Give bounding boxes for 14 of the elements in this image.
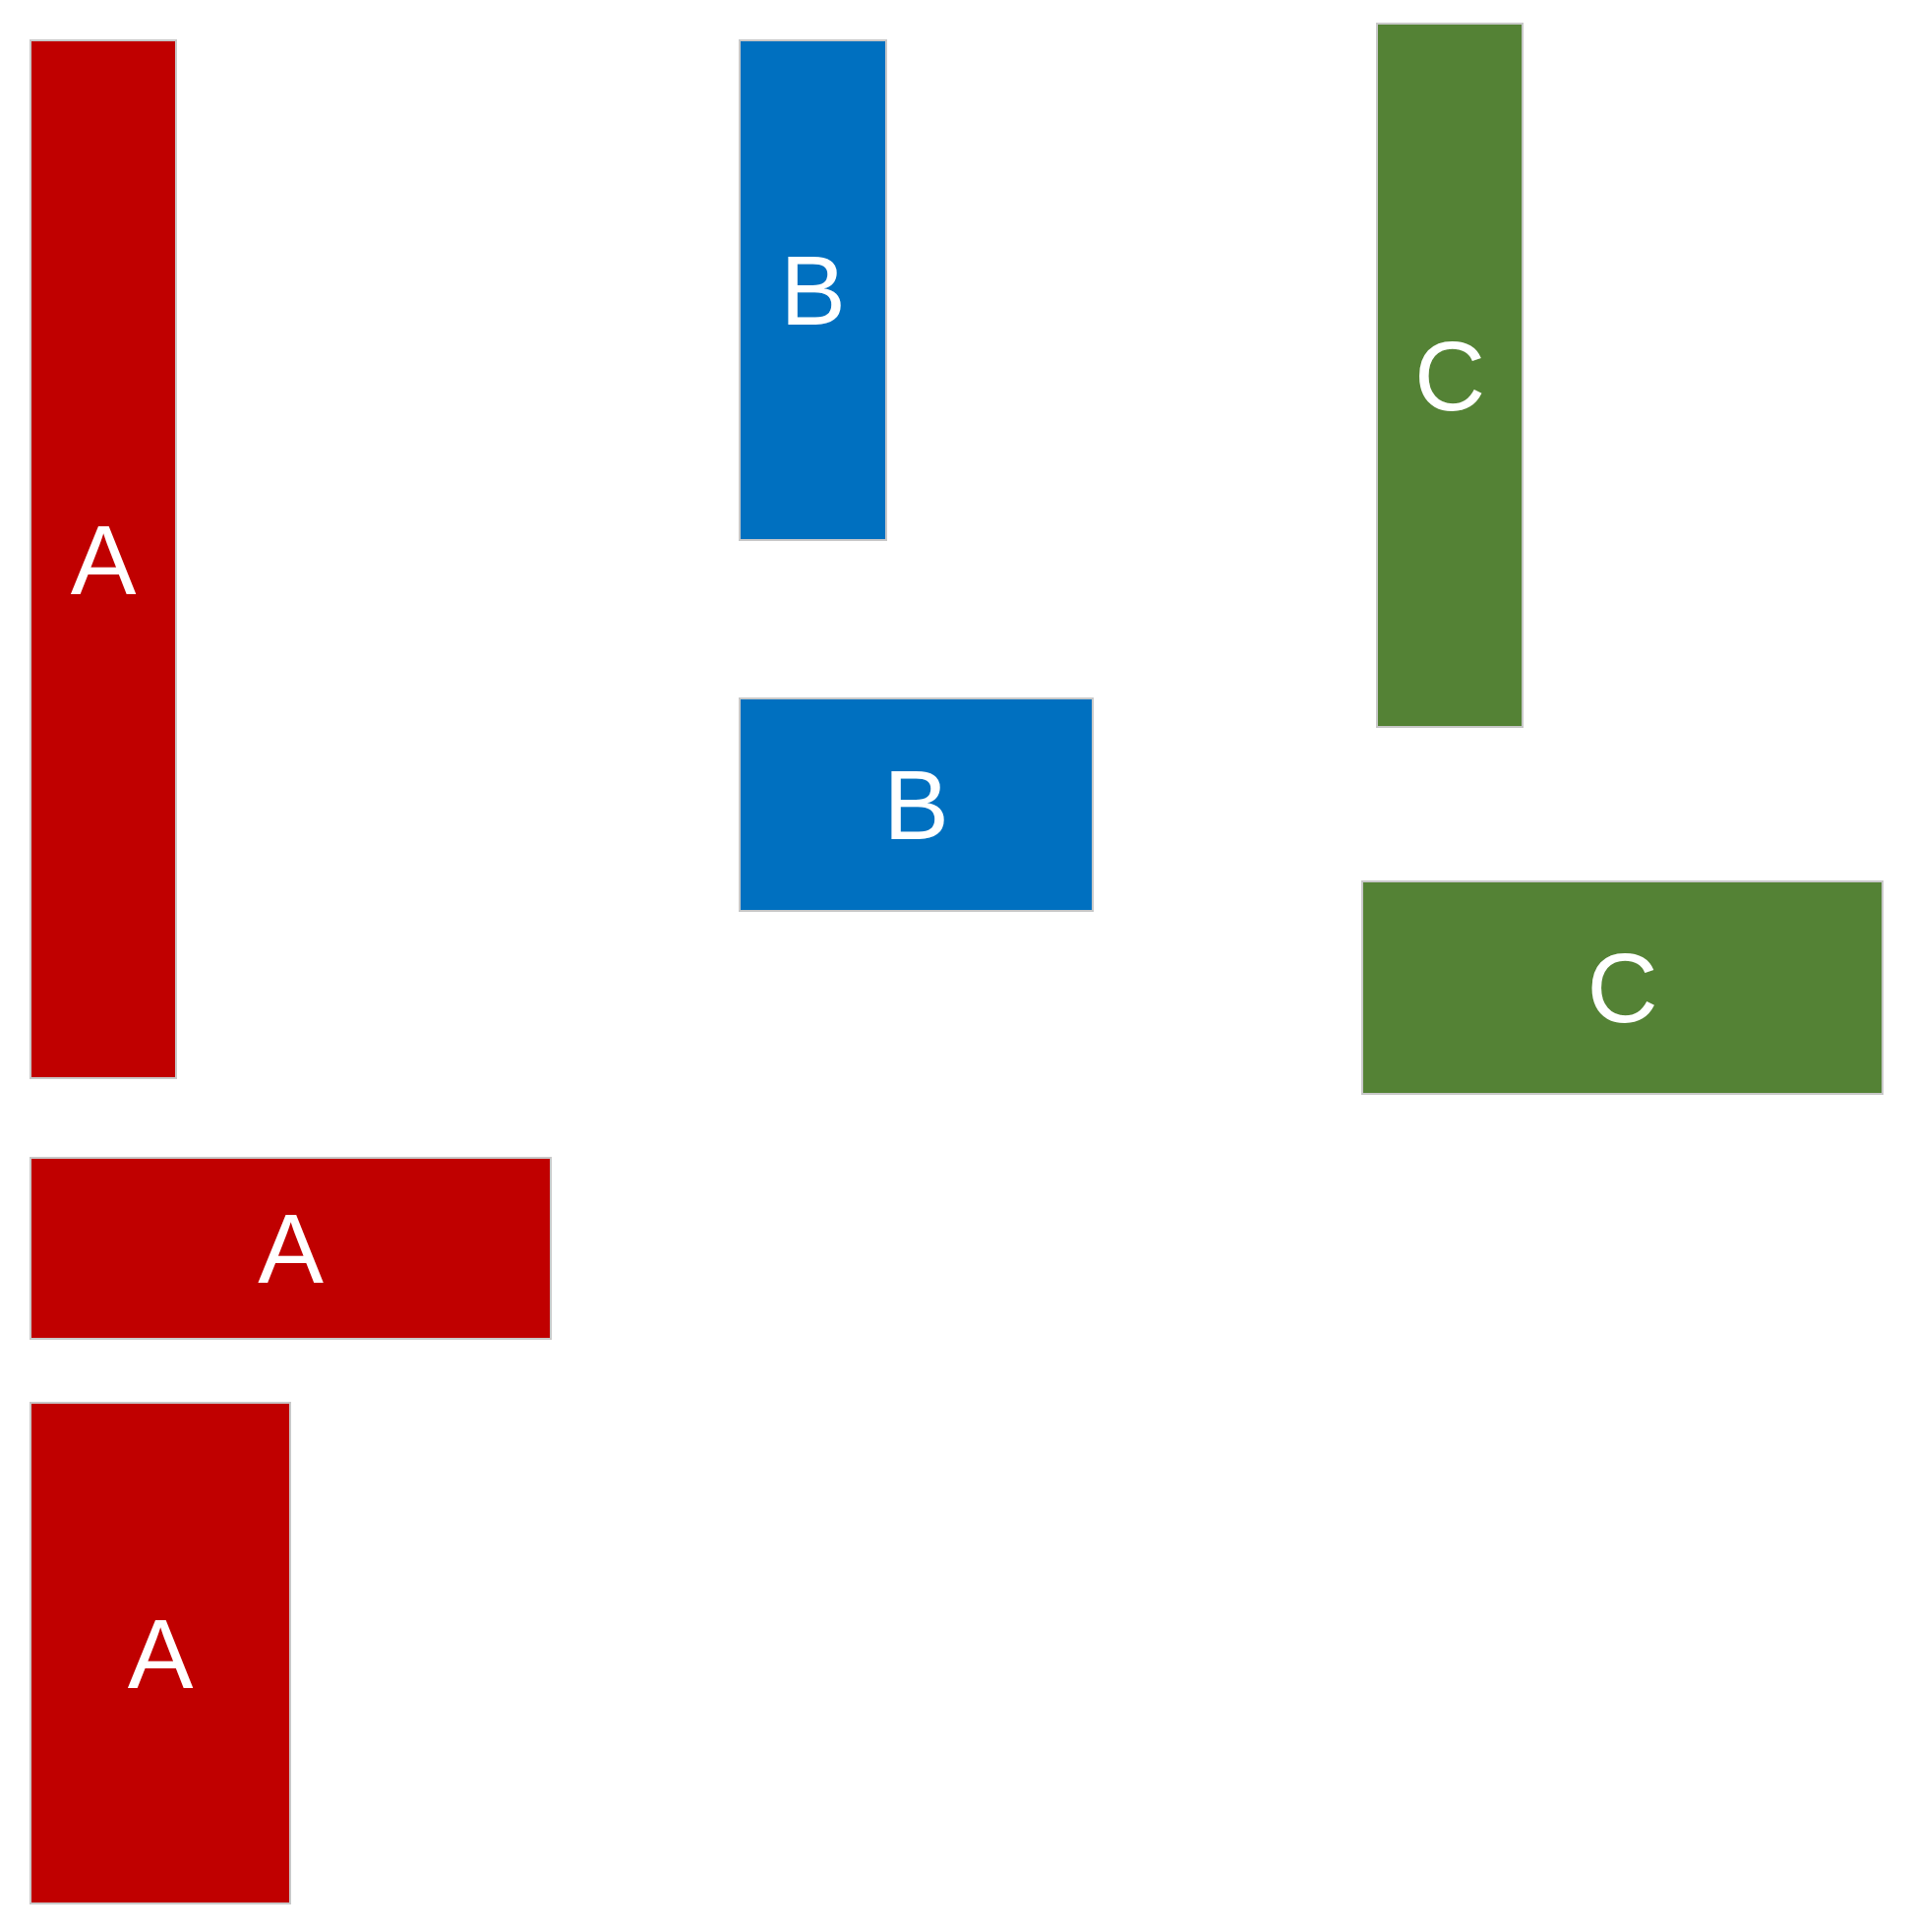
block-letter: A [127, 1603, 194, 1703]
block-letter: B [780, 241, 846, 339]
block-letter: B [883, 755, 949, 854]
colored-block [739, 39, 887, 541]
colored-block [1376, 23, 1524, 728]
colored-block [739, 697, 1094, 912]
colored-block [30, 1157, 552, 1340]
block-letter: A [70, 510, 137, 609]
colored-block [1361, 880, 1884, 1095]
colored-block [30, 1402, 291, 1904]
block-letter: A [258, 1199, 324, 1298]
colored-block [30, 39, 177, 1079]
block-letter: C [1413, 326, 1486, 425]
block-letter: C [1586, 938, 1658, 1037]
